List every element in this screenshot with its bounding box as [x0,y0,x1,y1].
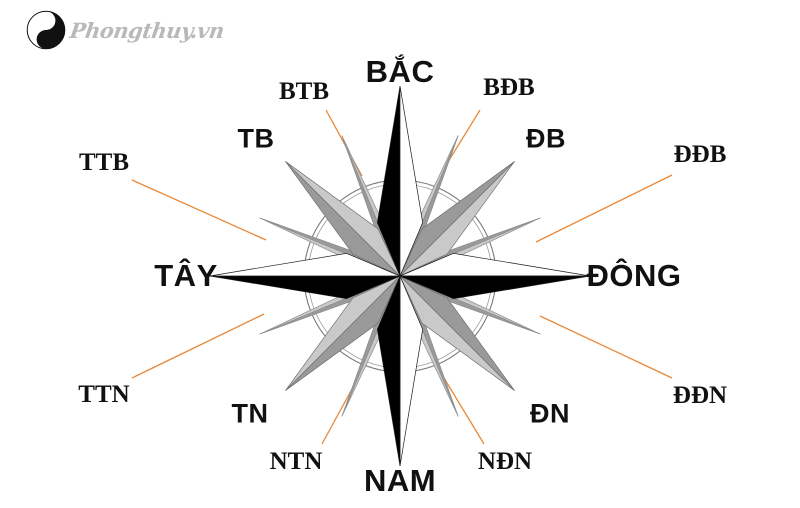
compass-label-north-northeast: BĐB [483,74,535,101]
cardinal-point-n-right [399,85,424,277]
compass-label-southwest: TN [231,398,269,429]
compass-label-northeast: ĐB [526,123,566,154]
cardinal-point-s-right [376,275,401,467]
watermark: Phongthuy.vn [26,6,226,54]
compass-label-north: BẮC [365,54,435,89]
cardinal-point-w-right [209,252,401,277]
cardinal-point-e-right [399,275,591,300]
compass-label-west-southwest: TTN [78,381,130,408]
leader-south-southeast [443,377,485,445]
compass-label-east-northeast: ĐĐB [673,141,727,168]
leader-east-northeast [535,174,673,243]
compass-label-east-southeast: ĐĐN [672,382,728,409]
compass-label-north-northwest: BTB [278,78,330,105]
yin-yang-icon [26,10,66,50]
leader-east-southeast [539,315,673,379]
ordinal-points-group [285,161,515,391]
cardinal-points-group [209,85,591,467]
leader-west-southwest [131,313,265,379]
compass-label-east: ĐÔNG [586,258,682,293]
ordinal-point-sw-light [285,275,401,391]
compass-label-southeast: ĐN [530,398,570,429]
ordinal-point-ne-light [399,161,515,277]
compass-label-south-southeast: NĐN [477,448,533,475]
compass-label-south: NAM [363,463,437,498]
compass-label-west: TÂY [154,258,218,293]
compass-label-west-northwest: TTB [78,149,130,176]
ordinal-point-nw-light [285,161,401,277]
ordinal-point-se-light [399,275,515,391]
compass-label-northwest: TB [237,123,275,154]
compass-label-south-southwest: NTN [269,448,323,475]
leader-west-northwest [131,179,267,241]
